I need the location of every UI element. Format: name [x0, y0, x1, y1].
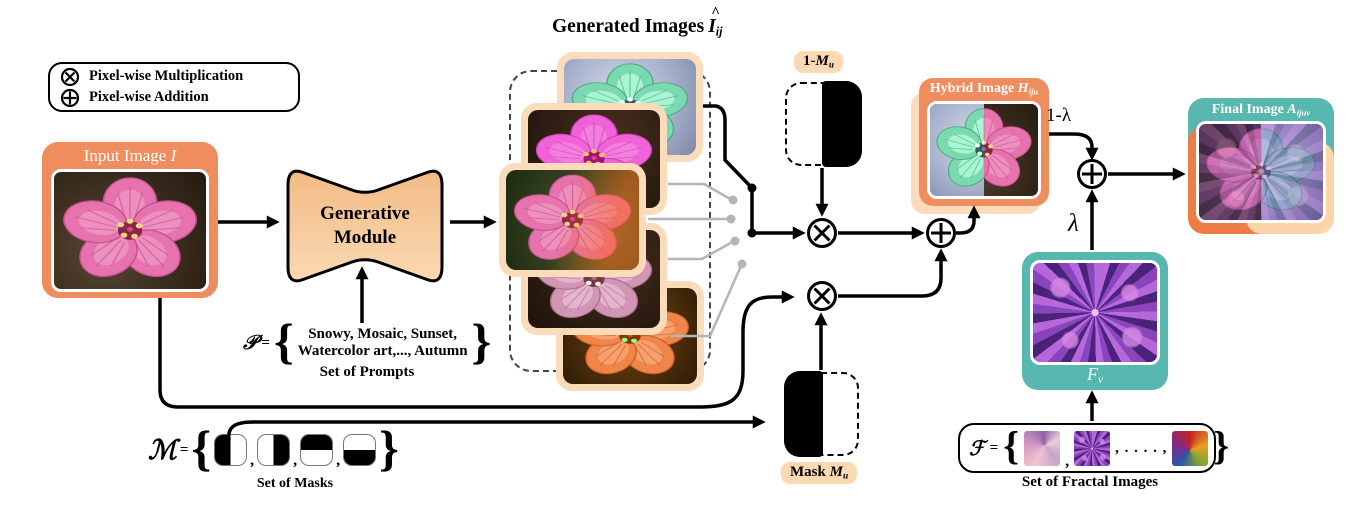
mask-set: ℳ = { , , , }	[148, 420, 399, 476]
multiply-icon	[60, 67, 80, 86]
generated-images-title: Generated Images^Iij	[552, 5, 723, 39]
one-minus-mask-label: 1-Mu	[794, 51, 844, 73]
fractal-thumbnail-3	[1172, 430, 1209, 466]
mask-set-equals: =	[179, 441, 189, 458]
fractal-set-equals: =	[989, 439, 999, 456]
add-op-right	[1077, 159, 1107, 189]
mask-thumbnail-top-black	[300, 434, 334, 466]
legend-box: Pixel-wise Multiplication Pixel-wise Add…	[48, 62, 300, 112]
fractal-thumbnail-1	[1024, 430, 1061, 466]
fractal-set: ℱ = { , , . . . . , }	[958, 423, 1229, 473]
fractal-photo	[1030, 260, 1160, 365]
prompts-equals: =	[261, 334, 270, 351]
fractal-image-box: Fv	[1022, 252, 1168, 390]
stack-connector-dots	[726, 195, 747, 269]
flower-image	[984, 104, 1038, 196]
lambda-label: λ	[1068, 210, 1079, 237]
fractal-set-close-brace: }	[1213, 423, 1230, 468]
hybrid-image-title: Hybrid Image Hiju	[929, 81, 1039, 97]
mask-thumbnail-bottom-black	[343, 434, 377, 466]
legend-addition-label: Pixel-wise Addition	[89, 89, 209, 105]
final-right-half	[1261, 124, 1323, 220]
fractal-set-ellipsis: , . . . . ,	[1115, 439, 1168, 456]
hybrid-photo	[927, 101, 1041, 199]
arrow-add-to-hybrid	[956, 205, 981, 235]
fractal-set-symbol: ℱ	[969, 437, 985, 460]
hybrid-right-half	[984, 104, 1038, 196]
final-image-box: Final Image Aijuv	[1188, 98, 1334, 234]
one-minus-lambda-label: 1-λ	[1046, 105, 1072, 126]
prompts-list: Snowy, Mosaic, Sunset, Watercolor art,..…	[297, 326, 468, 359]
mask-mu-shape	[784, 371, 859, 457]
generative-module-label: Generative Module	[320, 203, 410, 248]
flower-image	[54, 172, 206, 289]
hybrid-image-box: Hybrid Image Hiju	[919, 78, 1049, 206]
flower-image	[1261, 124, 1323, 220]
add-op-mid	[926, 218, 956, 248]
legend-row-multiplication: Pixel-wise Multiplication	[60, 67, 288, 87]
multiply-op-top	[807, 218, 837, 248]
prompts-caption: Set of Prompts	[319, 364, 415, 380]
line-stack-to-mult	[703, 104, 806, 240]
prompts-open-brace: {	[273, 313, 294, 369]
prompts-set-symbol: 𝒫	[243, 331, 258, 354]
mask-dashed-outline	[785, 82, 861, 166]
generative-module: Generative Module	[280, 165, 450, 287]
inverse-mask-shape	[785, 81, 862, 167]
input-photo	[51, 169, 209, 292]
mask-mu-label: Mask Mu	[781, 462, 858, 484]
legend-row-addition: Pixel-wise Addition	[60, 88, 288, 108]
input-image-title: Input Image I	[83, 146, 177, 165]
generated-image-frame-3	[499, 163, 646, 277]
mask-dashed-outline	[785, 372, 859, 456]
flower-image	[1199, 124, 1261, 220]
mask-thumbnail-right-black	[257, 434, 291, 466]
multiply-op-bottom	[807, 281, 837, 311]
input-image-symbol: I	[170, 146, 177, 165]
mask-set-symbol: ℳ	[148, 434, 177, 465]
mask-thumbnail-left-black	[214, 434, 248, 466]
input-image-box: Input Image I	[42, 142, 218, 298]
prompts-close-brace: }	[471, 313, 492, 369]
final-left-half	[1199, 124, 1261, 220]
arrow-hybrid-to-add2	[1049, 132, 1099, 161]
final-photo	[1196, 121, 1326, 223]
fractal-image-label: Fv	[1087, 363, 1103, 386]
fractal-thumbnail-2	[1074, 430, 1111, 466]
junction-dots	[747, 183, 757, 238]
mask-set-close-brace: }	[379, 420, 399, 476]
legend-multiplication-label: Pixel-wise Multiplication	[89, 68, 244, 84]
final-image-title: Final Image Aijuv	[1211, 102, 1311, 118]
module-shape	[286, 169, 444, 283]
generated-image-front	[506, 170, 639, 270]
fractal-set-caption: Set of Fractal Images	[1021, 474, 1159, 490]
mask-set-caption: Set of Masks	[256, 476, 334, 491]
plus-icon	[60, 88, 80, 107]
fractal-texture-overlay	[1199, 124, 1323, 220]
prompts-set: 𝒫 = { Snowy, Mosaic, Sunset, Watercolor …	[243, 313, 492, 369]
sunset-tint-overlay	[506, 170, 639, 270]
generated-symbol: ^I	[708, 5, 720, 37]
arrow-mult2-to-add	[838, 248, 948, 298]
flower-image	[930, 104, 984, 196]
fractal-set-open-brace: {	[1003, 423, 1020, 468]
mask-set-open-brace: {	[191, 420, 212, 476]
hybrid-left-half	[930, 104, 984, 196]
